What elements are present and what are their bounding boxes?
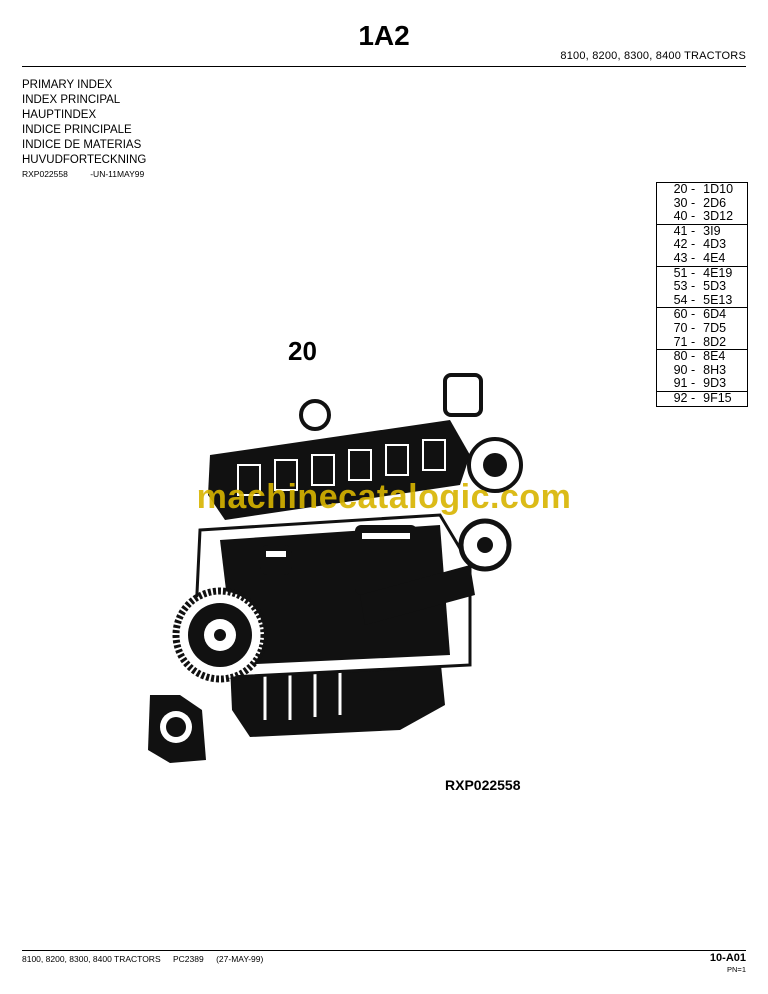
section-number: 60 - (673, 307, 696, 322)
page-reference: 3D12 (703, 209, 734, 224)
page-reference: 5D3 (703, 279, 727, 294)
page-reference: 4E19 (703, 265, 733, 280)
footer-date: (27-MAY-99) (216, 954, 264, 964)
section-number: 41 - (673, 223, 696, 238)
section-number: 70 - (673, 320, 696, 335)
footer-pn: PN=1 (727, 965, 746, 974)
section-number: 90 - (673, 362, 696, 377)
index-row[interactable]: 60 - 6D4 (657, 308, 747, 322)
section-number: 42 - (673, 237, 696, 252)
page-reference: 9F15 (703, 390, 732, 405)
index-group: 20 - 1D10 30 - 2D6 40 - 3D12 (657, 182, 747, 225)
index-row[interactable]: 90 - 8H3 (657, 362, 747, 378)
figure-id: RXP022558 (445, 777, 521, 793)
index-row[interactable]: 40 - 3D12 (657, 210, 747, 224)
engine-illustration (148, 373, 523, 763)
index-row[interactable]: 53 - 5D3 (657, 280, 747, 294)
watermark-text: machinecatalogic.com (196, 478, 572, 516)
reference-code: RXP022558 (22, 169, 68, 179)
index-title-sv: HUVUDFORTECKNING (22, 154, 147, 166)
page-reference: 4D3 (703, 237, 727, 252)
index-group: 80 - 8E4 90 - 8H3 91 - 9D3 (657, 350, 747, 392)
index-row[interactable]: 92 - 9F15 (657, 390, 747, 406)
index-group: 41 - 3I9 42 - 4D3 43 - 4E4 (657, 223, 747, 267)
section-number: 54 - (673, 292, 696, 307)
index-title-fr: INDEX PRINCIPAL (22, 94, 121, 106)
page-reference: 9D3 (703, 376, 727, 391)
index-group: 92 - 9F15 (657, 390, 747, 406)
page-reference: 5E13 (703, 292, 733, 307)
page-reference: 4E4 (703, 250, 726, 265)
section-number: 30 - (673, 195, 696, 210)
page-reference: 3I9 (703, 223, 721, 238)
footer-divider (22, 950, 746, 951)
section-number: 51 - (673, 265, 696, 280)
section-number: 80 - (673, 349, 696, 364)
index-row[interactable]: 42 - 4D3 (657, 238, 747, 252)
index-title-it: INDICE PRINCIPALE (22, 124, 132, 136)
section-number: 20 - (673, 182, 696, 196)
header-models: 8100, 8200, 8300, 8400 TRACTORS (560, 50, 746, 62)
section-number: 92 - (673, 390, 696, 405)
index-row[interactable]: 91 - 9D3 (657, 377, 747, 391)
index-titles: PRIMARY INDEX INDEX PRINCIPAL HAUPTINDEX… (22, 78, 146, 168)
header-divider (22, 66, 746, 67)
page-reference: 6D4 (703, 307, 727, 322)
index-group: 60 - 6D4 70 - 7D5 71 - 8D2 (657, 308, 747, 351)
page-reference: 1D10 (703, 182, 734, 196)
section-number: 91 - (673, 376, 696, 391)
figure-section-number: 20 (288, 336, 317, 366)
page-reference: 8H3 (703, 362, 727, 377)
reference-line: RXP022558 -UN-11MAY99 (22, 169, 164, 179)
index-row[interactable]: 80 - 8E4 (657, 350, 747, 364)
seal-housing-icon (148, 695, 206, 763)
section-number: 43 - (673, 250, 696, 265)
page-title: 1A2 (358, 20, 410, 51)
section-number: 53 - (673, 279, 696, 294)
index-row[interactable]: 41 - 3I9 (657, 223, 747, 239)
index-row[interactable]: 70 - 7D5 (657, 320, 747, 336)
page-reference: 2D6 (703, 195, 727, 210)
footer-info: 8100, 8200, 8300, 8400 TRACTORS PC2389 (… (22, 954, 273, 964)
index-title-es: INDICE DE MATERIAS (22, 139, 142, 151)
section-index-table: 20 - 1D10 30 - 2D6 40 - 3D12 41 - 3I9 42 - 4D… (656, 182, 748, 407)
footer-catalog: PC2389 (173, 954, 204, 964)
reference-date: -UN-11MAY99 (90, 169, 145, 179)
footer-page-number: 10-A01 (709, 952, 746, 964)
index-title-de: HAUPTINDEX (22, 109, 97, 121)
index-row[interactable]: 71 - 8D2 (657, 334, 747, 350)
page-reference: 8D2 (703, 334, 727, 349)
section-number: 71 - (673, 334, 696, 349)
index-title-en: PRIMARY INDEX (22, 79, 113, 91)
index-group: 51 - 4E19 53 - 5D3 54 - 5E13 (657, 265, 747, 309)
index-row[interactable]: 20 - 1D10 (657, 182, 747, 197)
index-row[interactable]: 54 - 5E13 (657, 292, 747, 308)
index-row[interactable]: 51 - 4E19 (657, 265, 747, 281)
index-row[interactable]: 43 - 4E4 (657, 250, 747, 266)
footer-models: 8100, 8200, 8300, 8400 TRACTORS (22, 954, 161, 964)
page-reference: 7D5 (703, 320, 727, 335)
index-row[interactable]: 30 - 2D6 (657, 195, 747, 211)
page-reference: 8E4 (703, 349, 726, 364)
section-number: 40 - (673, 209, 696, 224)
